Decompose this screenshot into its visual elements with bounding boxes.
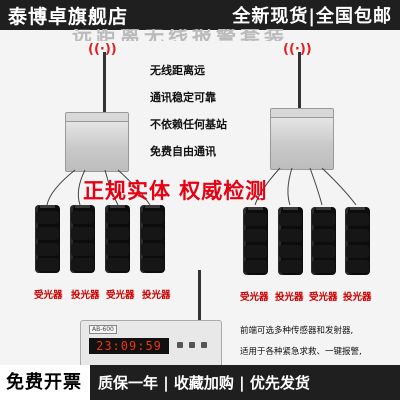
antenna-icon bbox=[198, 270, 201, 320]
sensor-label: 投光器 bbox=[142, 290, 171, 301]
sensor-label: 投光器 bbox=[71, 290, 100, 301]
guarantee-text: 质保一年 | 收藏加购 | 优先发货 bbox=[98, 374, 310, 392]
description: 前端可选多种传感器和发射器, 适用于各种紧急求救、一键报警, bbox=[240, 325, 398, 367]
sensor-label: 受光器 bbox=[34, 290, 63, 301]
store-name[interactable]: 泰博卓旗舰店 bbox=[8, 5, 129, 28]
panel-button bbox=[189, 342, 195, 348]
feature-item: 免费自由通讯 bbox=[150, 145, 216, 158]
antenna-icon bbox=[103, 52, 106, 112]
bottom-bar: 免费开票 质保一年 | 收藏加购 | 优先发货 bbox=[0, 365, 400, 400]
top-bar: 泰博卓旗舰店 全新现货|全国包邮 bbox=[0, 0, 400, 30]
beam-sensor bbox=[243, 207, 268, 275]
sensor-label: 受光器 bbox=[240, 292, 269, 303]
right-transmitter-box bbox=[270, 108, 334, 170]
antenna-icon bbox=[298, 52, 301, 112]
left-transmitter-box bbox=[65, 112, 129, 172]
beam-sensor bbox=[140, 205, 165, 273]
description-line: 前端可选多种传感器和发射器, bbox=[240, 326, 354, 336]
description-line: 适用于各种紧急求救、一键报警, bbox=[240, 347, 362, 357]
sensor-label: 投光器 bbox=[343, 292, 372, 303]
feature-item: 不依赖任何基站 bbox=[150, 118, 227, 131]
feature-list: 无线距离远 通讯稳定可靠 不依赖任何基站 免费自由通讯 bbox=[150, 64, 260, 172]
panel-display: 23:09:59 bbox=[89, 338, 169, 354]
beam-sensor bbox=[70, 205, 95, 273]
invoice-badge: 免费开票 bbox=[0, 365, 90, 400]
alarm-host-panel: AB-600 23:09:59 bbox=[80, 320, 222, 368]
wireless-signal-icon: ((·)) bbox=[88, 42, 117, 57]
headline-text: 远距离无线报警套装 bbox=[72, 29, 288, 41]
sensor-label: 受光器 bbox=[309, 292, 338, 303]
panel-model: AB-600 bbox=[89, 325, 117, 334]
panel-button bbox=[177, 342, 183, 348]
beam-sensor bbox=[278, 207, 303, 275]
beam-sensor bbox=[105, 205, 130, 273]
feature-item: 无线距离远 bbox=[150, 64, 205, 77]
sensor-label: 投光器 bbox=[275, 292, 304, 303]
headline-partial: 远距离无线报警套装 bbox=[72, 29, 332, 41]
wireless-signal-icon: ((·)) bbox=[283, 42, 312, 57]
sensor-label: 受光器 bbox=[106, 290, 135, 301]
beam-sensor bbox=[311, 207, 336, 275]
panel-button bbox=[201, 342, 207, 348]
certification-stamp: 正规实体 权威检测 bbox=[83, 179, 268, 203]
beam-sensor bbox=[345, 207, 370, 275]
feature-item: 通讯稳定可靠 bbox=[150, 91, 216, 104]
beam-sensor bbox=[35, 205, 60, 273]
promo-text: 全新现货|全国包邮 bbox=[232, 6, 392, 27]
